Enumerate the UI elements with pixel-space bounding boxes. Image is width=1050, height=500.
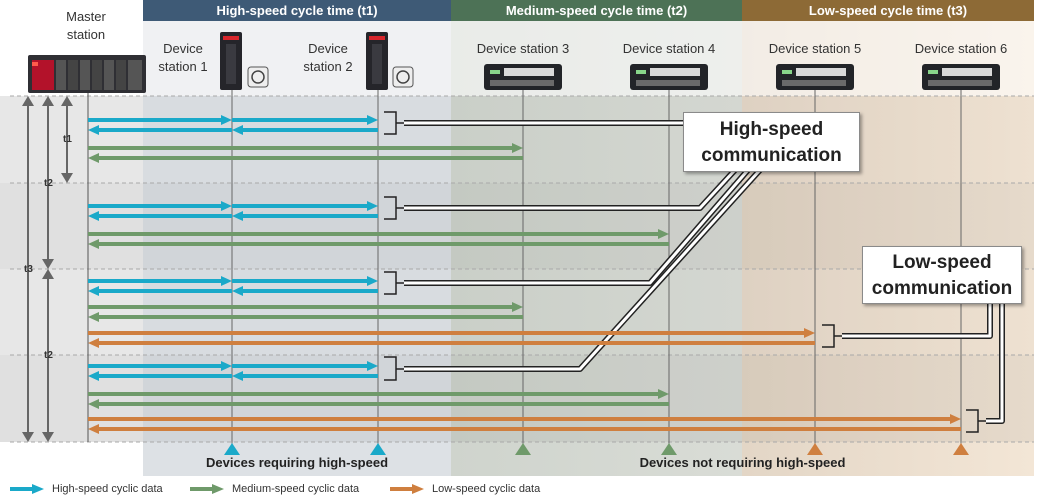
medium-speed-arrow: [88, 229, 669, 239]
cyclic-data-arrows: [88, 115, 961, 434]
high-speed-arrow: [88, 371, 232, 381]
legend-medium-arrow-icon: [190, 484, 224, 494]
device-station-3-icon: [484, 64, 562, 90]
row-separators: [10, 95, 1034, 443]
medium-speed-zone-panel: [451, 21, 742, 476]
device-station-5-icon: [776, 64, 854, 90]
device-station-1-icon: [220, 32, 269, 90]
zone-header-low: Low-speed cycle time (t3): [742, 0, 1034, 21]
low-speed-arrow: [88, 328, 815, 338]
legend-high-arrow-icon: [10, 484, 44, 494]
zone-header-medium: Medium-speed cycle time (t2): [451, 0, 742, 21]
high-speed-arrow: [232, 286, 378, 296]
high-speed-arrow: [232, 201, 378, 211]
high-speed-arrow: [88, 201, 232, 211]
brackets: [384, 111, 986, 433]
device-station-2-label: Device station 2: [303, 41, 353, 74]
left-panel: [0, 96, 143, 442]
zone-header-high: High-speed cycle time (t1): [143, 0, 451, 21]
device-station-1-label: Device station 1: [158, 41, 208, 74]
legend-high-label: High-speed cyclic data: [52, 483, 163, 495]
high-speed-arrow: [88, 125, 232, 135]
high-speed-arrow: [88, 211, 232, 221]
legend-medium: Medium-speed cyclic data: [190, 481, 359, 497]
medium-speed-arrow: [88, 312, 523, 322]
device-station-4-label: Device station 4: [622, 41, 716, 56]
high-speed-arrow: [232, 115, 378, 125]
high-speed-zone-panel: [143, 21, 451, 476]
high-speed-arrow: [232, 361, 378, 371]
high-speed-arrow: [88, 115, 232, 125]
period-t3-label: t3: [24, 264, 33, 275]
device-station-5-label: Device station 5: [768, 41, 862, 56]
station-markers: [224, 443, 969, 455]
high-speed-arrow: [88, 276, 232, 286]
high-speed-callout: High-speed communication: [683, 112, 860, 172]
high-speed-arrow: [88, 361, 232, 371]
legend-low: Low-speed cyclic data: [390, 481, 540, 497]
legend-high: High-speed cyclic data: [10, 481, 163, 497]
high-speed-arrow: [232, 211, 378, 221]
legend-low-arrow-icon: [390, 484, 424, 494]
devices-not-requiring-label: Devices not requiring high-speed: [639, 455, 846, 470]
low-speed-callout: Low-speed communication: [862, 246, 1022, 304]
devices-requiring-label: Devices requiring high-speed: [205, 455, 389, 470]
high-speed-arrow: [232, 371, 378, 381]
medium-speed-arrow: [88, 143, 523, 153]
medium-speed-arrow: [88, 153, 523, 163]
cycle-dimension-lines: [22, 96, 73, 442]
medium-speed-arrow: [88, 399, 669, 409]
master-plc-icon: [28, 55, 146, 93]
medium-speed-arrow: [88, 302, 523, 312]
period-t2-label-lower: t2: [44, 350, 53, 361]
period-t2-label-upper: t2: [44, 178, 53, 189]
low-speed-arrow: [88, 338, 815, 348]
low-speed-arrow: [88, 424, 961, 434]
master-station-label: Master station: [66, 9, 106, 42]
device-station-6-icon: [922, 64, 1000, 90]
device-station-3-label: Device station 3: [476, 41, 570, 56]
low-speed-arrow: [88, 414, 961, 424]
callout-connectors: [404, 120, 1005, 424]
device-station-4-icon: [630, 64, 708, 90]
device-station-6-label: Device station 6: [914, 41, 1008, 56]
legend-medium-label: Medium-speed cyclic data: [232, 483, 360, 495]
high-speed-arrow: [232, 125, 378, 135]
device-station-2-icon: [366, 32, 414, 90]
legend-low-label: Low-speed cyclic data: [432, 483, 541, 495]
medium-speed-arrow: [88, 389, 669, 399]
high-speed-arrow: [232, 276, 378, 286]
high-speed-arrow: [88, 286, 232, 296]
period-t1-label: t1: [63, 134, 72, 145]
medium-speed-arrow: [88, 239, 669, 249]
